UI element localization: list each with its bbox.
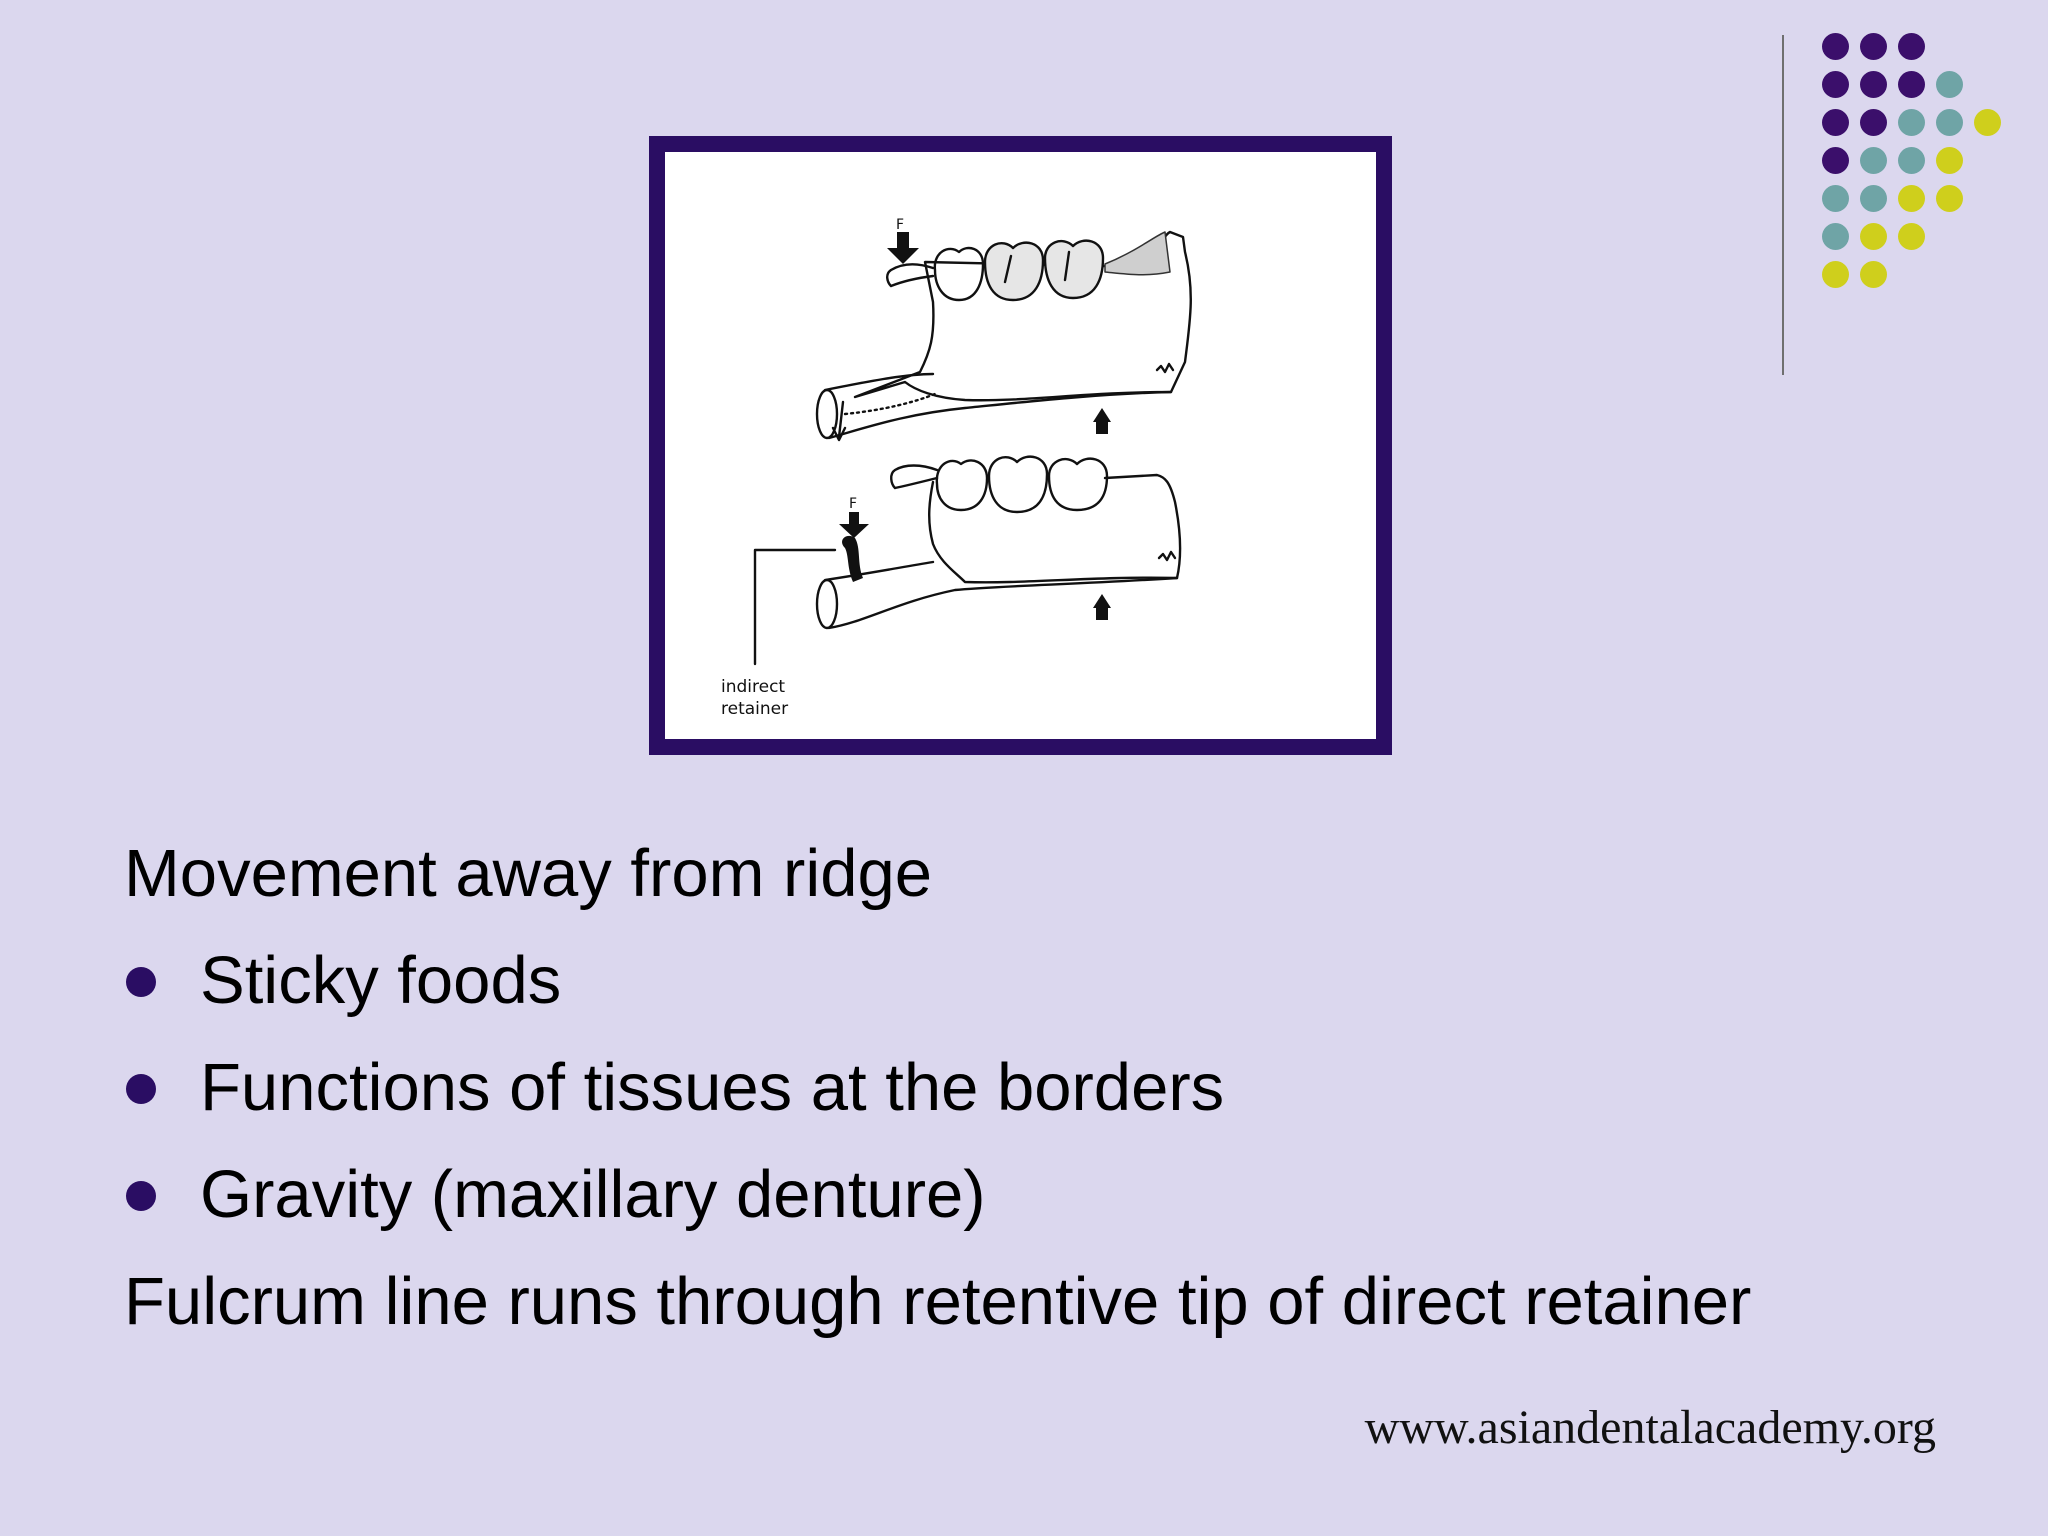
bottom-tooth-3 xyxy=(1047,457,1109,512)
bullet-text: Functions of tissues at the borders xyxy=(200,1050,1225,1125)
decorative-dot xyxy=(1936,109,1963,136)
slide-body: Movement away from ridge Sticky foods Fu… xyxy=(124,820,2004,1355)
top-clasp xyxy=(886,263,935,288)
top-force-label: F xyxy=(896,217,904,233)
decorative-dot xyxy=(1860,71,1887,98)
bullet-text: Gravity (maxillary denture) xyxy=(200,1157,986,1232)
decorative-dot xyxy=(1936,147,1963,174)
decorative-dot xyxy=(1860,147,1887,174)
decorative-dot xyxy=(1936,71,1963,98)
decorative-dot xyxy=(1822,109,1849,136)
decorative-dot xyxy=(1822,223,1849,250)
bullet-item-gravity: Gravity (maxillary denture) xyxy=(124,1141,2004,1248)
decorative-dot xyxy=(1898,185,1925,212)
denture-movement-figure: F F xyxy=(649,136,1392,755)
decorative-dot xyxy=(1936,185,1963,212)
decorative-dot xyxy=(1822,261,1849,288)
bullet-dot-icon xyxy=(126,967,156,997)
decorative-divider-line xyxy=(1782,35,1784,375)
bottom-force-arrow-icon xyxy=(839,512,869,538)
decorative-dot xyxy=(1974,109,2001,136)
bottom-support-arrow-icon xyxy=(1093,594,1111,620)
decorative-dot xyxy=(1898,223,1925,250)
decorative-dot xyxy=(1898,71,1925,98)
bullet-text: Sticky foods xyxy=(200,943,562,1018)
bottom-tooth-2 xyxy=(987,455,1049,514)
decorative-dot xyxy=(1822,147,1849,174)
decorative-dot xyxy=(1898,33,1925,60)
decorative-dot xyxy=(1822,185,1849,212)
denture-diagram: F F xyxy=(721,217,1192,719)
heading-movement-away: Movement away from ridge xyxy=(124,836,933,911)
indirect-retainer-leader-line xyxy=(753,548,837,666)
bullet-item-functions-of-tissues: Functions of tissues at the borders xyxy=(124,1034,2004,1141)
heading-fulcrum-line: Fulcrum line runs through retentive tip … xyxy=(124,1264,1752,1339)
top-tooth-2 xyxy=(983,241,1045,302)
bottom-tooth-1 xyxy=(935,459,989,512)
decorative-dot xyxy=(1860,109,1887,136)
decorative-dot xyxy=(1898,109,1925,136)
top-tooth-3 xyxy=(1043,239,1105,300)
bottom-mandible-outline xyxy=(928,473,1182,584)
top-force-arrow-icon xyxy=(887,232,919,264)
decorative-dot xyxy=(1860,223,1887,250)
retainer-label: retainer xyxy=(721,699,788,719)
indirect-label: indirect xyxy=(721,677,785,697)
bottom-clasp xyxy=(890,464,939,490)
bottom-force-label: F xyxy=(849,496,857,512)
indirect-retainer-rest xyxy=(842,535,863,582)
bottom-ramus-end xyxy=(815,578,839,630)
top-tooth-1 xyxy=(933,246,985,302)
decorative-dot xyxy=(1822,71,1849,98)
decorative-dot xyxy=(1822,33,1849,60)
decorative-dot xyxy=(1898,147,1925,174)
top-mandible-outline xyxy=(853,230,1192,402)
bullet-item-sticky-foods: Sticky foods xyxy=(124,927,2004,1034)
decorative-dot xyxy=(1860,33,1887,60)
footer-website-url: www.asiandentalacademy.org xyxy=(1364,1401,1936,1454)
top-support-arrow-icon xyxy=(1093,408,1111,434)
decorative-dot xyxy=(1860,261,1887,288)
bullet-dot-icon xyxy=(126,1074,156,1104)
bullet-dot-icon xyxy=(126,1181,156,1211)
top-gum-shading xyxy=(1104,231,1171,276)
decorative-dot xyxy=(1860,185,1887,212)
decorative-dot-grid xyxy=(1822,33,2002,293)
